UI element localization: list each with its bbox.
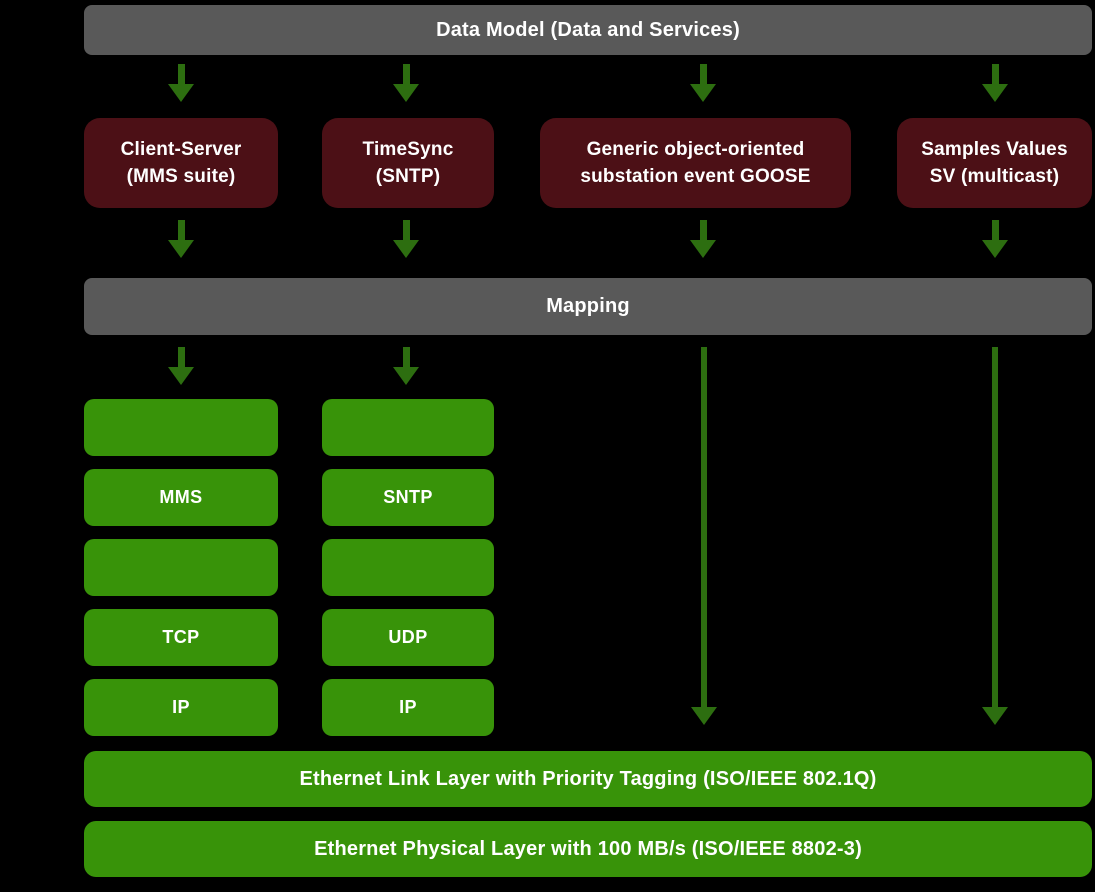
service-box-client-server: Client-Server (MMS suite) bbox=[84, 118, 278, 208]
arrow-stem bbox=[991, 220, 999, 240]
down-arrow-icon bbox=[982, 220, 1008, 258]
arrow-head bbox=[982, 84, 1008, 102]
stack-box-label: TCP bbox=[162, 627, 200, 647]
stack-box-unlabeled bbox=[322, 539, 494, 596]
arrow-head bbox=[168, 84, 194, 102]
arrow-head bbox=[690, 84, 716, 102]
arrow-head bbox=[690, 240, 716, 258]
arrow-head bbox=[982, 240, 1008, 258]
stack-box-label: SNTP bbox=[383, 487, 433, 507]
stack-box-unlabeled bbox=[84, 539, 278, 596]
arrow-stem bbox=[177, 64, 185, 84]
label-line: Samples Values bbox=[921, 139, 1068, 160]
down-arrow-icon bbox=[393, 64, 419, 102]
stack-box-label: IP bbox=[172, 697, 190, 717]
label-line: (SNTP) bbox=[375, 166, 441, 187]
arrow-stem bbox=[402, 220, 410, 240]
arrow-stem bbox=[699, 220, 707, 240]
label-line: Client-Server bbox=[120, 139, 242, 160]
ethernet-physical-layer-label: Ethernet Physical Layer with 100 MB/s (I… bbox=[314, 837, 862, 860]
down-arrow-icon bbox=[393, 220, 419, 258]
stack-box-label: UDP bbox=[388, 627, 428, 647]
down-arrow-icon bbox=[168, 64, 194, 102]
arrow-stem bbox=[177, 347, 185, 367]
arrow-stem bbox=[402, 64, 410, 84]
service-box-label: Samples Values SV (multicast) bbox=[921, 136, 1067, 190]
arrow-stem bbox=[402, 347, 410, 367]
service-box-sampled-values: Samples Values SV (multicast) bbox=[897, 118, 1092, 208]
mapping-label: Mapping bbox=[546, 295, 630, 317]
service-box-label: Generic object-oriented substation event… bbox=[580, 136, 810, 190]
stack-box-unlabeled bbox=[322, 399, 494, 456]
stack-box-tcp: TCP bbox=[84, 609, 278, 666]
stack-box-label: MMS bbox=[159, 487, 203, 507]
label-line: substation event GOOSE bbox=[580, 166, 811, 187]
label-line: TimeSync bbox=[362, 139, 454, 160]
data-model-label: Data Model (Data and Services) bbox=[436, 18, 740, 41]
down-arrow-icon bbox=[168, 220, 194, 258]
service-box-label: Client-Server (MMS suite) bbox=[121, 136, 242, 190]
stack-box-mms: MMS bbox=[84, 469, 278, 526]
stack-box-unlabeled bbox=[84, 399, 278, 456]
down-arrow-icon bbox=[690, 220, 716, 258]
stack-box-ip: IP bbox=[322, 679, 494, 736]
arrow-head bbox=[168, 367, 194, 385]
stack-box-sntp: SNTP bbox=[322, 469, 494, 526]
arrow-head bbox=[393, 367, 419, 385]
label-line: SV (multicast) bbox=[929, 166, 1060, 187]
service-box-timesync: TimeSync (SNTP) bbox=[322, 118, 494, 208]
label-line: Generic object-oriented bbox=[586, 139, 805, 160]
stack-box-ip: IP bbox=[84, 679, 278, 736]
stack-box-label: IP bbox=[399, 697, 417, 717]
arrow-stem bbox=[699, 64, 707, 84]
arrow-stem bbox=[992, 347, 998, 707]
arrow-stem bbox=[701, 347, 707, 707]
service-box-label: TimeSync (SNTP) bbox=[362, 136, 453, 190]
arrow-stem bbox=[177, 220, 185, 240]
arrow-head bbox=[691, 707, 717, 725]
ethernet-physical-layer-bar: Ethernet Physical Layer with 100 MB/s (I… bbox=[84, 821, 1092, 877]
arrow-stem bbox=[991, 64, 999, 84]
arrow-head bbox=[393, 84, 419, 102]
label-line: (MMS suite) bbox=[126, 166, 236, 187]
down-arrow-icon bbox=[393, 347, 419, 385]
long-down-arrow-icon bbox=[691, 347, 717, 725]
mapping-bar: Mapping bbox=[84, 278, 1092, 335]
long-down-arrow-icon bbox=[982, 347, 1008, 725]
ethernet-link-layer-bar: Ethernet Link Layer with Priority Taggin… bbox=[84, 751, 1092, 807]
down-arrow-icon bbox=[982, 64, 1008, 102]
arrow-head bbox=[982, 707, 1008, 725]
down-arrow-icon bbox=[168, 347, 194, 385]
stack-box-udp: UDP bbox=[322, 609, 494, 666]
arrow-head bbox=[393, 240, 419, 258]
ethernet-link-layer-label: Ethernet Link Layer with Priority Taggin… bbox=[299, 767, 877, 790]
service-box-goose: Generic object-oriented substation event… bbox=[540, 118, 851, 208]
data-model-bar: Data Model (Data and Services) bbox=[84, 5, 1092, 55]
arrow-head bbox=[168, 240, 194, 258]
down-arrow-icon bbox=[690, 64, 716, 102]
